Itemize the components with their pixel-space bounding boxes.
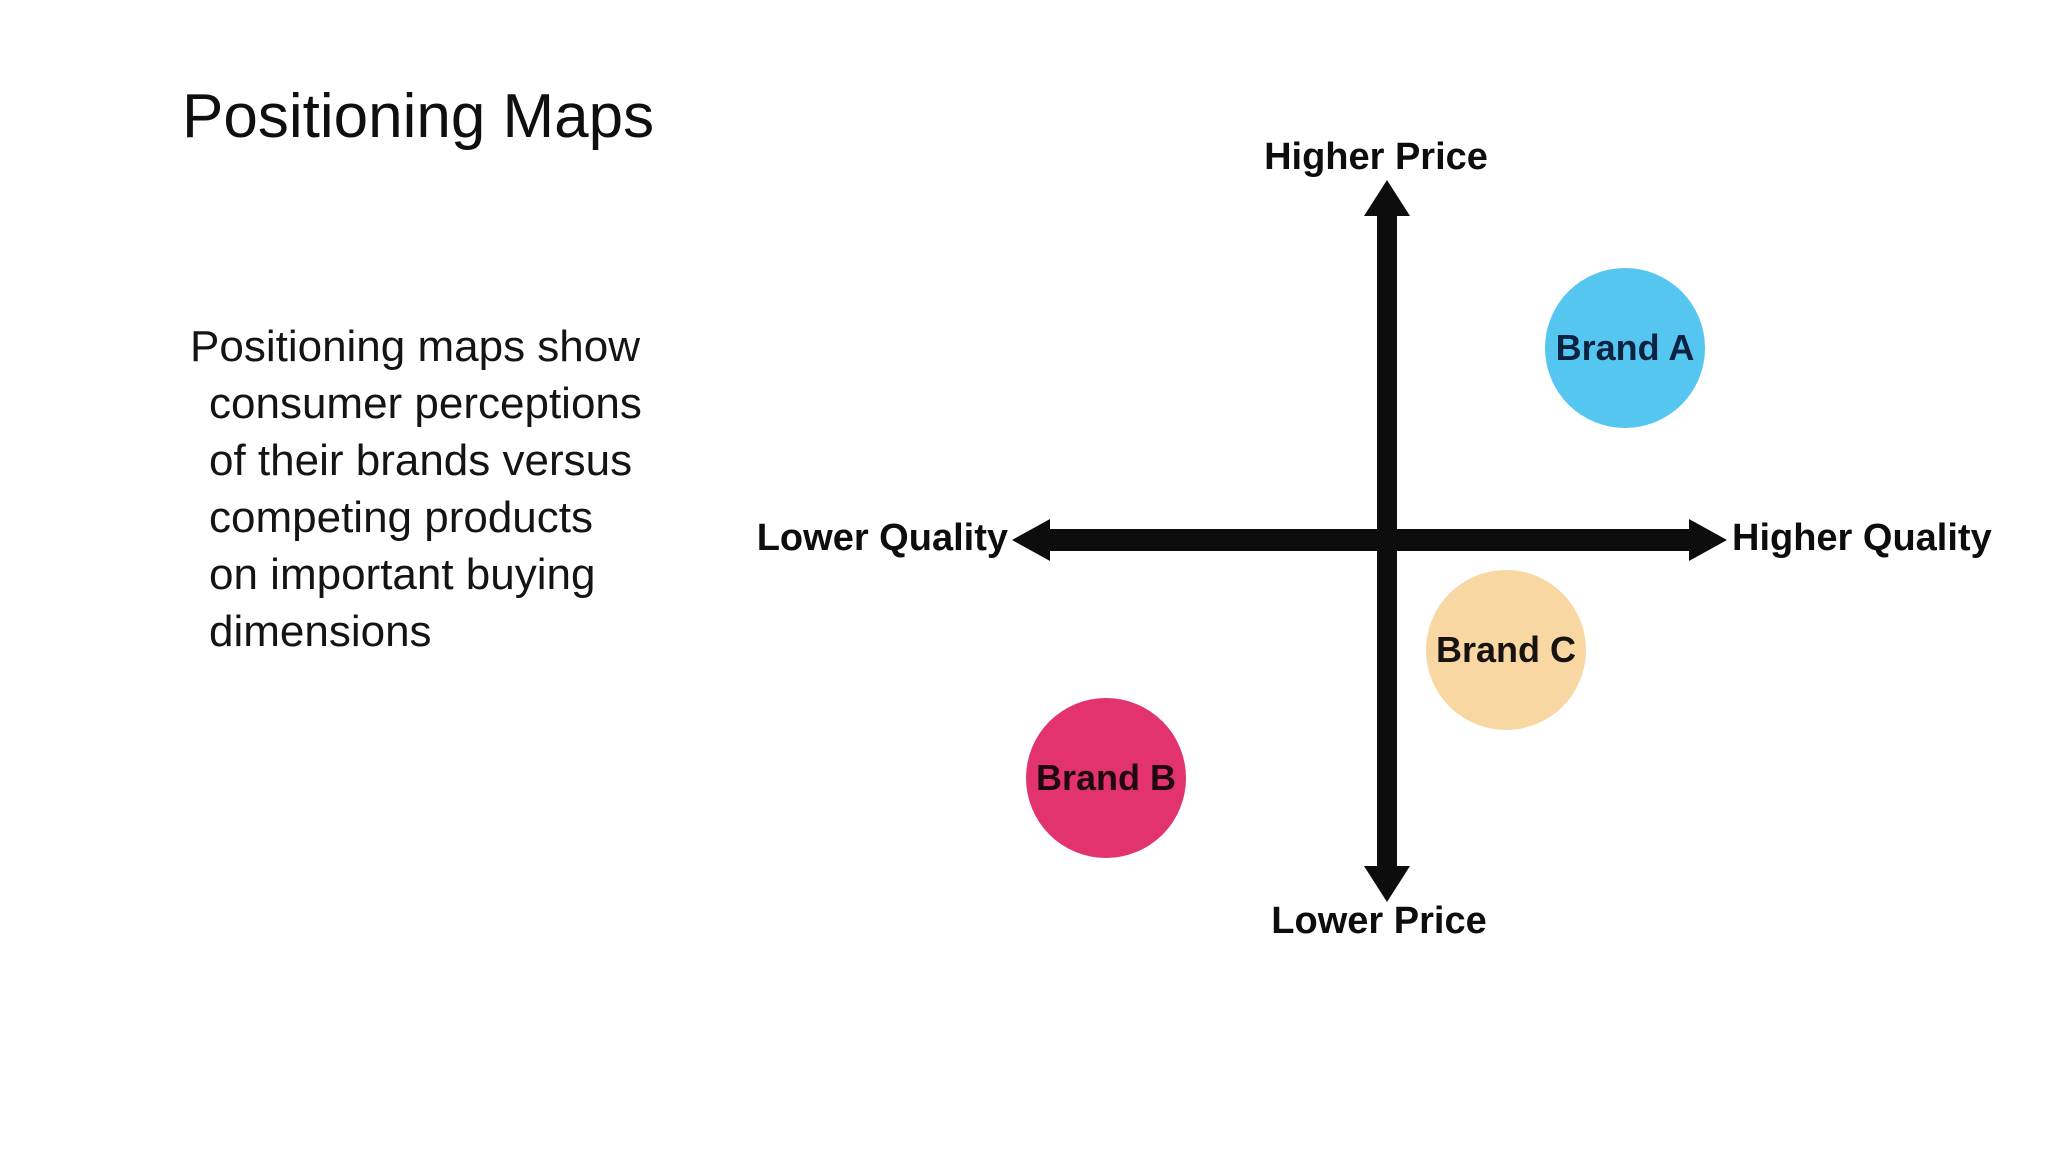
brand-c-label: Brand C xyxy=(1435,629,1576,670)
body-line: dimensions xyxy=(209,607,432,656)
axis-label-higher-quality: Higher Quality xyxy=(1732,517,1992,559)
arrow-up-icon xyxy=(1364,180,1410,216)
body-line: competing products xyxy=(209,493,593,542)
brand-a-label: Brand A xyxy=(1555,327,1695,368)
body-line: Positioning maps show xyxy=(190,322,641,371)
body-line: of their brands versus xyxy=(209,436,633,485)
axis-label-lower-price: Lower Price xyxy=(1271,900,1487,942)
horizontal-axis-line xyxy=(1040,529,1700,551)
axis-label-lower-quality: Lower Quality xyxy=(756,517,1008,559)
arrow-left-icon xyxy=(1012,519,1050,561)
arrow-right-icon xyxy=(1689,519,1727,561)
body-line: consumer perceptions xyxy=(209,379,642,428)
body-line: on important buying xyxy=(209,550,596,599)
arrow-down-icon xyxy=(1364,866,1410,902)
brand-c-bubble: Brand C xyxy=(1426,570,1586,730)
slide-body-text: Positioning maps show consumer perceptio… xyxy=(190,318,642,660)
brand-b-label: Brand B xyxy=(1035,757,1176,798)
axis-label-higher-price: Higher Price xyxy=(1264,136,1488,178)
brand-a-bubble: Brand A xyxy=(1545,268,1705,428)
slide-title: Positioning Maps xyxy=(182,82,655,151)
brand-b-bubble: Brand B xyxy=(1026,698,1186,858)
